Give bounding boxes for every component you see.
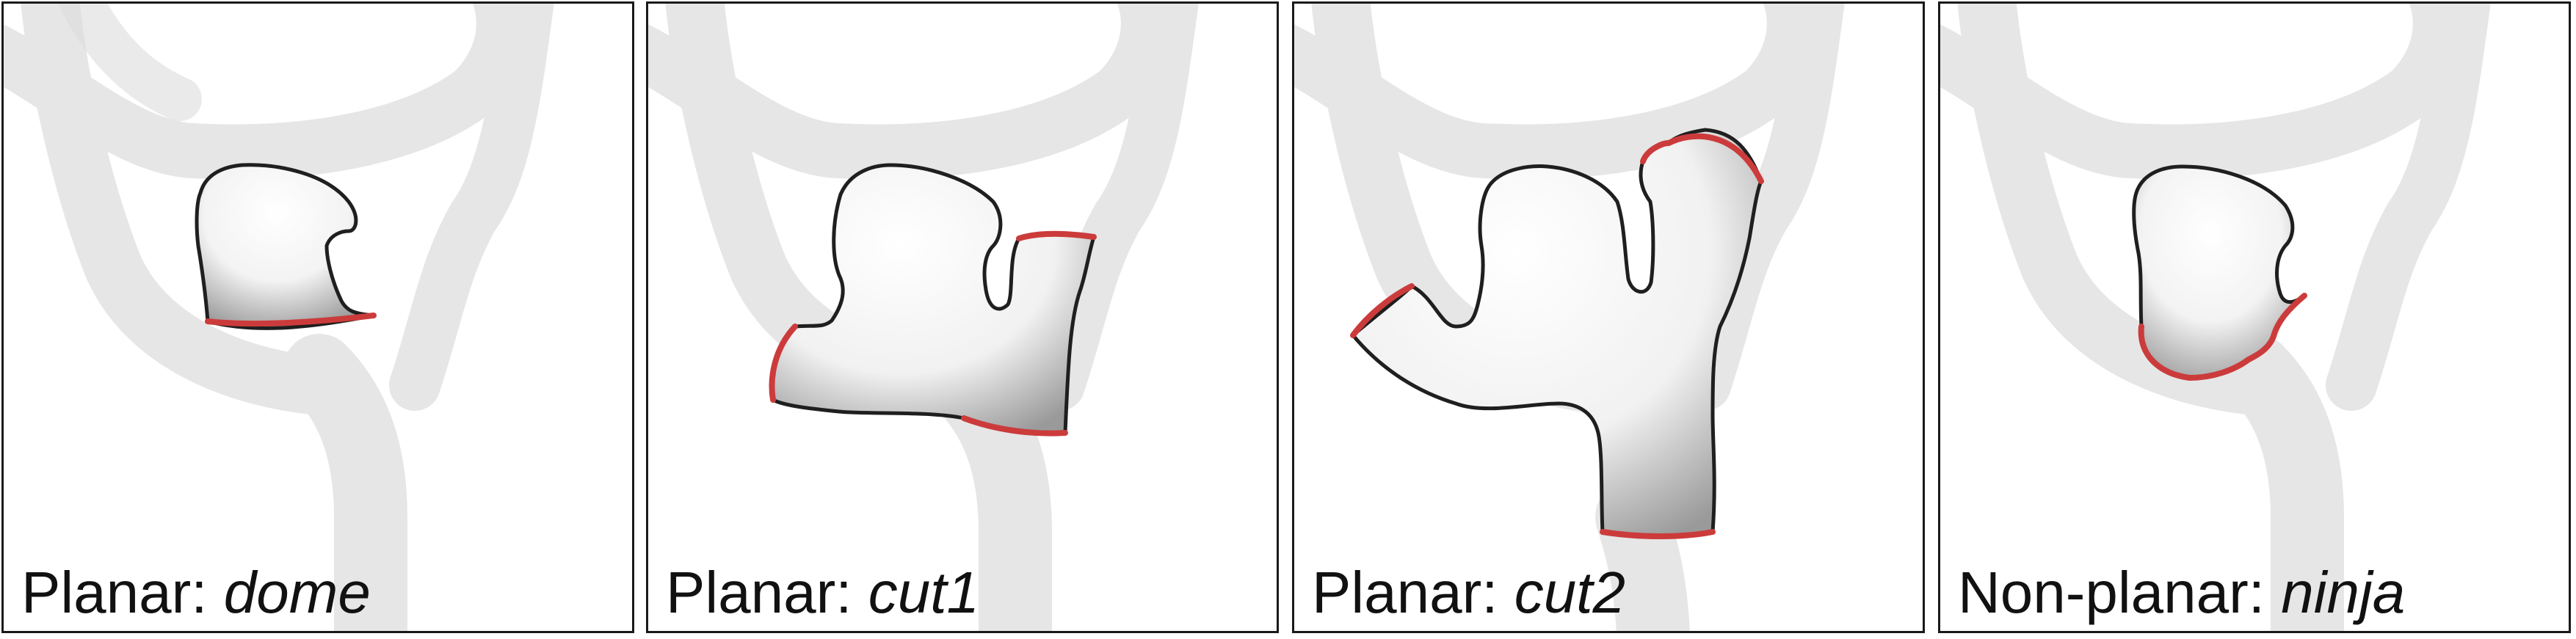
caption-mode: dome	[223, 560, 371, 625]
aneurysm-figure	[4, 4, 554, 631]
panel-cut2: Planar: cut2	[1292, 1, 1925, 633]
caption-label: Planar:	[21, 560, 208, 625]
ninja-surface	[2132, 164, 2307, 381]
panel-caption: Planar: cut2	[1312, 563, 1625, 622]
panel-cut1: Planar: cut1	[646, 1, 1279, 633]
dome-surface	[195, 163, 377, 330]
caption-label: Non-planar:	[1958, 560, 2265, 625]
caption-mode: cut2	[1514, 560, 1625, 625]
panel-dome: Planar: dome	[1, 1, 634, 633]
aneurysm-figure	[1940, 4, 2491, 631]
vessel-silhouette	[4, 4, 554, 631]
cut1-surface	[769, 163, 1097, 437]
panel-caption: Planar: cut1	[666, 563, 979, 622]
panel-ninja: Non-planar: ninja	[1938, 1, 2571, 633]
caption-label: Planar:	[666, 560, 852, 625]
panel-caption: Planar: dome	[21, 563, 371, 622]
cut2-surface	[1350, 128, 1764, 539]
caption-label: Planar:	[1312, 560, 1498, 625]
aneurysm-figure	[1294, 4, 1845, 631]
panel-caption: Non-planar: ninja	[1958, 563, 2405, 622]
caption-mode: cut1	[868, 560, 979, 625]
aneurysm-figure	[648, 4, 1199, 631]
caption-mode: ninja	[2281, 560, 2406, 625]
vessel-silhouette	[1940, 4, 2491, 631]
